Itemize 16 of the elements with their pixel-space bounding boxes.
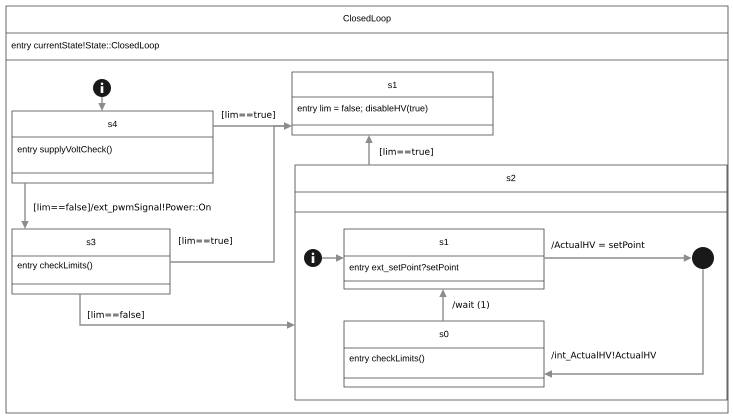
initial-state-icon (93, 79, 111, 97)
edge-label: [lim==true] (177, 236, 234, 246)
edge-label: /wait (1) (451, 300, 491, 310)
final-state-dot (692, 247, 714, 269)
edge-label: [lim==true] (378, 146, 435, 157)
edge-label: [lim==false]/ext_pwmSignal!Power::On (32, 202, 212, 214)
state-box: s1 entry lim = false; disableHV(true) (292, 72, 494, 136)
state-box: s3 entry checkLimits() (12, 228, 170, 294)
edge-label: /int_ActualHV!ActualHV (550, 350, 658, 362)
edge-label: /ActualHV = setPoint (550, 240, 646, 250)
state-box: s1 entry ext_setPoint?setPoint (344, 228, 544, 290)
edge-label: [lim==true] (220, 110, 277, 120)
state-box: s0 entry checkLimits() (344, 320, 544, 388)
state-box: s4 entry supplyVoltCheck() (12, 110, 214, 184)
edge-label: [lim==false] (86, 310, 146, 320)
initial-state-icon (304, 249, 322, 267)
